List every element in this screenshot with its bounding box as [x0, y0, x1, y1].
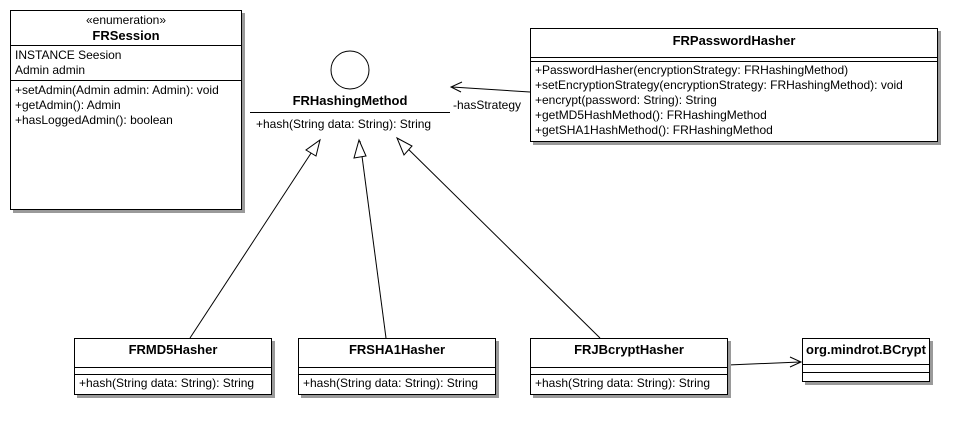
- class-frmd5hasher-attributes: [75, 368, 271, 375]
- operation: +hash(String data: String): String: [79, 376, 255, 390]
- operation: +hasLoggedAdmin(): boolean: [15, 113, 173, 127]
- class-frsession[interactable]: «enumeration» FRSession INSTANCE Seesion…: [10, 10, 242, 210]
- class-frsession-header: «enumeration» FRSession: [11, 11, 241, 46]
- dependency-bcrypt-line: [727, 361, 801, 366]
- class-frsession-attributes: INSTANCE Seesion Admin admin: [11, 46, 241, 81]
- class-frjbcrypthasher[interactable]: FRJBcryptHasher +hash(String data: Strin…: [530, 338, 728, 395]
- class-frpasswordhasher-operations: +PasswordHasher(encryptionStrategy: FRHa…: [531, 62, 937, 139]
- class-frjbcrypthasher-operations: +hash(String data: String): String: [531, 375, 727, 392]
- class-frsha1hasher-attributes: [299, 368, 495, 375]
- association-hasstrategy-line: [451, 86, 531, 93]
- interface-frhashingmethod-divider: [250, 112, 450, 113]
- operation: +getAdmin(): Admin: [15, 98, 121, 112]
- operation: +encrypt(password: String): String: [535, 93, 717, 107]
- attribute: INSTANCE Seesion: [15, 48, 122, 62]
- class-frmd5hasher-operations: +hash(String data: String): String: [75, 375, 271, 392]
- class-frpasswordhasher[interactable]: FRPasswordHasher +PasswordHasher(encrypt…: [530, 28, 938, 142]
- realization-md5-line: [189, 140, 320, 339]
- interface-frhashingmethod[interactable]: FRHashingMethod +hash(String data: Strin…: [250, 48, 450, 138]
- class-frsession-name: FRSession: [92, 28, 160, 43]
- class-frmd5hasher[interactable]: FRMD5Hasher +hash(String data: String): …: [74, 338, 272, 395]
- realization-sha1-line: [359, 140, 387, 339]
- class-frsha1hasher-header: FRSHA1Hasher: [299, 339, 495, 368]
- operation: +setEncryptionStrategy(encryptionStrateg…: [535, 78, 903, 92]
- class-frsha1hasher-name: FRSHA1Hasher: [348, 342, 446, 357]
- operation: +hash(String data: String): String: [303, 376, 479, 390]
- class-frsession-stereotype: «enumeration»: [85, 13, 167, 27]
- class-frpasswordhasher-name: FRPasswordHasher: [672, 33, 796, 48]
- class-frpasswordhasher-header: FRPasswordHasher: [531, 29, 937, 58]
- class-frmd5hasher-header: FRMD5Hasher: [75, 339, 271, 368]
- operation: +setAdmin(Admin admin: Admin): void: [15, 83, 219, 97]
- class-frpasswordhasher-attributes: [531, 58, 937, 62]
- interface-frhashingmethod-name: FRHashingMethod: [292, 93, 408, 108]
- interface-circle-icon: [330, 50, 370, 90]
- association-hasstrategy-arrowhead: [449, 81, 463, 93]
- class-frjbcrypthasher-attributes: [531, 368, 727, 375]
- realization-jbcrypt-arrowhead: [396, 136, 413, 156]
- class-frsession-operations: +setAdmin(Admin admin: Admin): void +get…: [11, 81, 241, 130]
- class-bcrypt[interactable]: org.mindrot.BCrypt: [802, 338, 930, 382]
- operation: +getSHA1HashMethod(): FRHashingMethod: [535, 123, 773, 137]
- class-bcrypt-header: org.mindrot.BCrypt: [803, 339, 929, 365]
- operation: +hash(String data: String): String: [256, 117, 432, 131]
- class-frsha1hasher-operations: +hash(String data: String): String: [299, 375, 495, 392]
- association-hasstrategy-label: -hasStrategy: [453, 98, 522, 112]
- class-bcrypt-attributes: [803, 365, 929, 373]
- class-bcrypt-operations: [803, 373, 929, 380]
- realization-md5-arrowhead: [305, 138, 321, 157]
- operation: +getMD5HashMethod(): FRHashingMethod: [535, 108, 767, 122]
- class-frmd5hasher-name: FRMD5Hasher: [128, 342, 218, 357]
- dependency-bcrypt-arrowhead: [789, 356, 803, 368]
- realization-jbcrypt-line: [397, 138, 601, 339]
- realization-sha1-arrowhead: [353, 138, 367, 159]
- class-frjbcrypthasher-name: FRJBcryptHasher: [574, 342, 684, 357]
- class-frsha1hasher[interactable]: FRSHA1Hasher +hash(String data: String):…: [298, 338, 496, 395]
- class-frjbcrypthasher-header: FRJBcryptHasher: [531, 339, 727, 368]
- attribute: Admin admin: [15, 63, 86, 77]
- operation: +hash(String data: String): String: [535, 376, 711, 390]
- operation: +PasswordHasher(encryptionStrategy: FRHa…: [535, 63, 849, 77]
- class-bcrypt-name: org.mindrot.BCrypt: [806, 342, 926, 357]
